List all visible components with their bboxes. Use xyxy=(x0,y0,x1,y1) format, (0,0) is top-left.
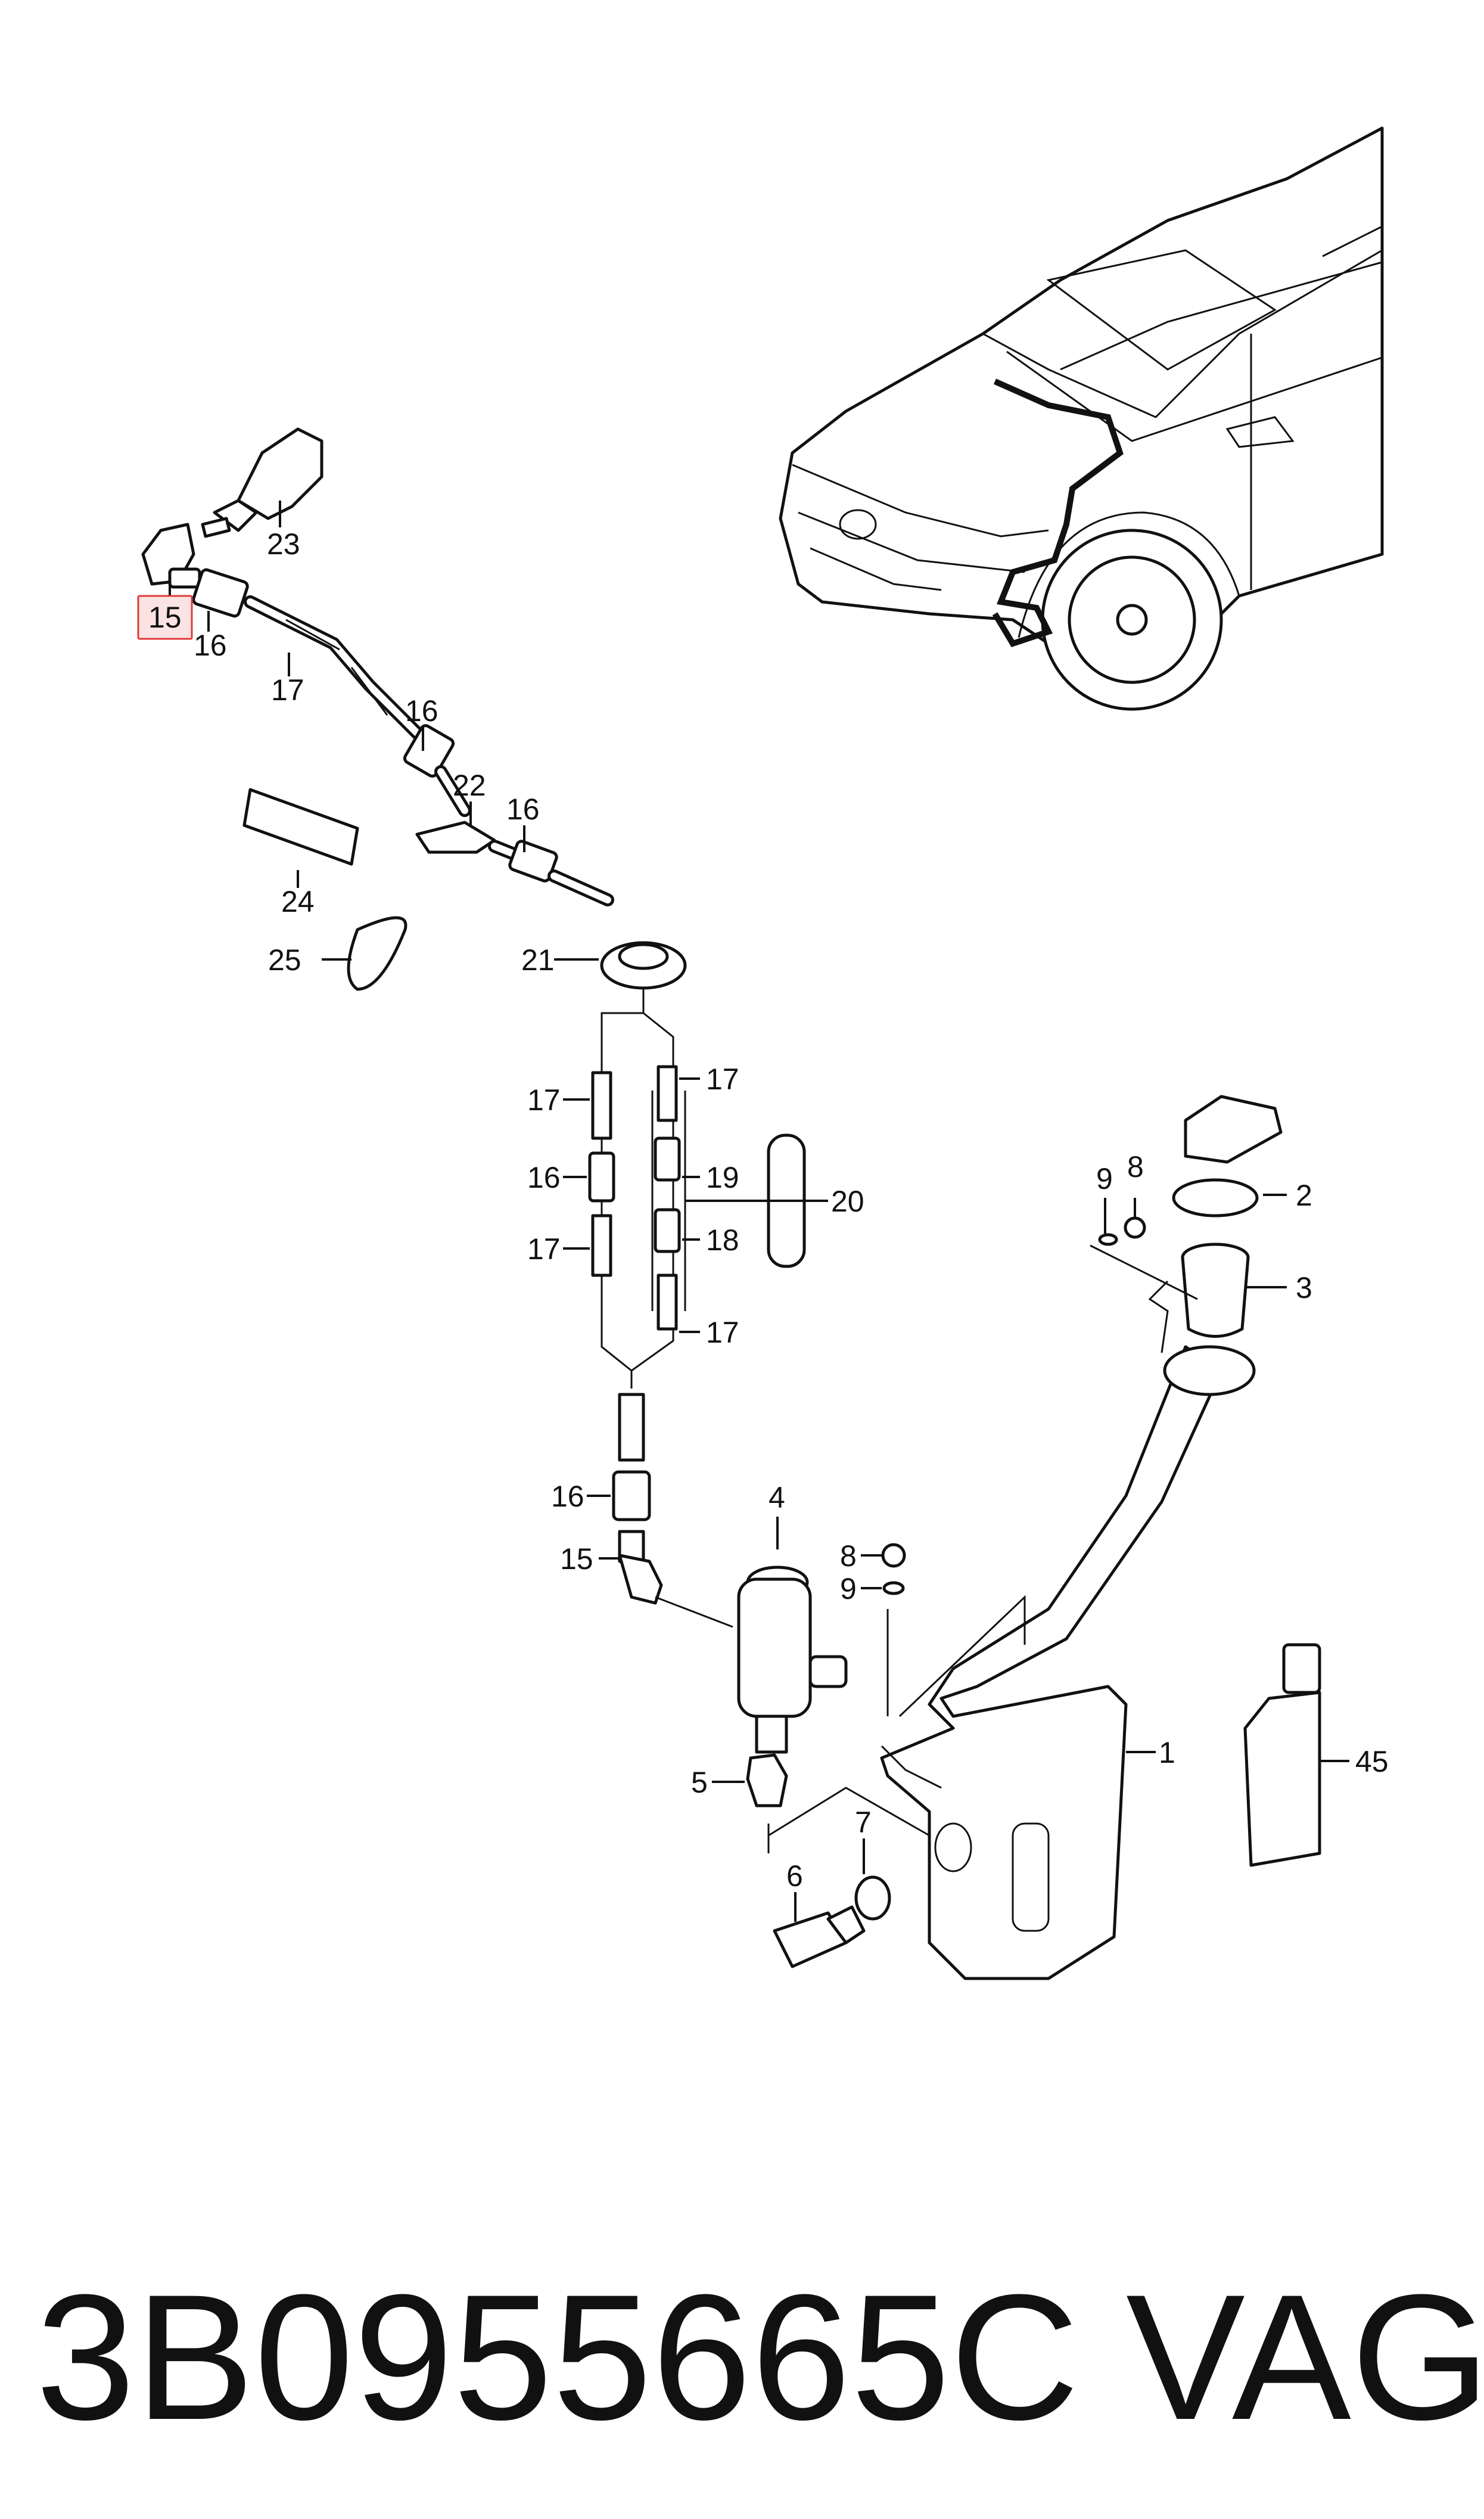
callout-24: 24 xyxy=(281,885,315,918)
callout-15-highlighted: 15 xyxy=(148,601,182,634)
part-4-pump-drawing xyxy=(737,1566,848,1754)
callout-17-b: 17 xyxy=(527,1083,561,1117)
part-8-nut-drawing xyxy=(881,1543,906,1568)
callout-5: 5 xyxy=(691,1766,708,1799)
callout-16-e: 16 xyxy=(551,1480,584,1513)
part-23-drawing xyxy=(201,427,323,538)
callout-25: 25 xyxy=(268,943,301,977)
callout-9-lower: 9 xyxy=(840,1572,857,1605)
callout-2: 2 xyxy=(1296,1179,1312,1212)
callout-1: 1 xyxy=(1159,1736,1175,1769)
callout-8-upper: 8 xyxy=(1127,1150,1144,1184)
part-24-drawing xyxy=(242,788,359,866)
lower-hose-assembly xyxy=(612,1393,733,1628)
callout-16-d: 16 xyxy=(527,1161,561,1194)
callout-18: 18 xyxy=(706,1223,739,1257)
callout-7: 7 xyxy=(855,1806,872,1839)
callout-15-lower: 15 xyxy=(560,1542,593,1576)
callout-17-e: 17 xyxy=(706,1316,739,1349)
highlight-box-15 xyxy=(137,595,193,640)
part-6-sensor-drawing xyxy=(773,1905,866,1968)
callout-17-a: 17 xyxy=(271,673,304,707)
callout-16-c: 16 xyxy=(506,793,540,826)
part-5-drawing xyxy=(746,1753,788,1807)
callout-3: 3 xyxy=(1296,1271,1312,1304)
part-15-top-drawing xyxy=(141,523,201,589)
part-3-strainer-drawing xyxy=(1181,1243,1250,1338)
callout-4: 4 xyxy=(769,1481,785,1514)
callout-20: 20 xyxy=(831,1185,864,1218)
part-2-cap-drawing xyxy=(1184,1095,1283,1164)
upper-hose-assembly xyxy=(192,568,614,906)
callout-23: 23 xyxy=(267,527,300,561)
footer: 3B0955665C VAG xyxy=(0,2259,1484,2455)
callout-22: 22 xyxy=(453,769,486,802)
callout-19: 19 xyxy=(706,1161,739,1194)
part-9-washer-drawing xyxy=(882,1581,905,1595)
part-7-grommet-drawing xyxy=(854,1875,891,1921)
part-45-bottle-drawing xyxy=(1243,1643,1321,1867)
brand-label: VAG xyxy=(1126,2257,1484,2457)
part-21-drawing xyxy=(600,941,687,990)
part-1-reservoir-drawing xyxy=(880,1280,1256,1980)
car-illustration xyxy=(779,126,1384,711)
callout-16-b: 16 xyxy=(405,694,438,728)
callout-45: 45 xyxy=(1355,1745,1389,1778)
callout-16-a: 16 xyxy=(194,629,227,662)
callout-9-upper: 9 xyxy=(1096,1162,1113,1195)
callout-8-lower: 8 xyxy=(840,1539,857,1573)
part-9-upper-washer-drawing xyxy=(1098,1233,1118,1246)
middle-hose-kit xyxy=(588,989,686,1389)
part-2-seal-drawing xyxy=(1172,1178,1259,1217)
callout-17-c: 17 xyxy=(706,1063,739,1096)
part-8-upper-nut-drawing xyxy=(1124,1216,1146,1239)
part-number: 3B0955665C xyxy=(36,2257,1079,2457)
callout-17-d: 17 xyxy=(527,1232,561,1266)
callout-21: 21 xyxy=(521,943,555,977)
part-25-drawing xyxy=(347,916,407,991)
callout-6: 6 xyxy=(786,1859,803,1893)
